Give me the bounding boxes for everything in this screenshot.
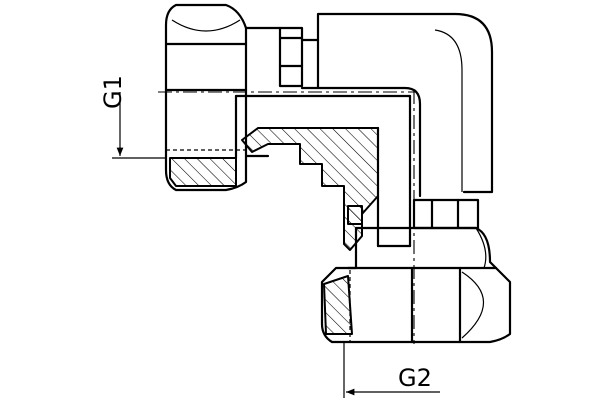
internal-bore (234, 94, 412, 248)
elbow-body (300, 12, 494, 198)
elbow-section-hatch (241, 127, 379, 251)
upper-swivel-nut (164, 3, 282, 192)
upper-nut-section-hatch (169, 157, 237, 187)
dimension-label-g2: G2 (398, 364, 432, 392)
dimension-label-g1: G1 (99, 75, 127, 109)
dimension-g2: G2 (343, 342, 440, 398)
upper-collar-hex (278, 26, 304, 88)
lower-swivel-nut (320, 226, 512, 344)
dimension-g1: G1 (99, 75, 166, 159)
lower-nut-section-hatch (323, 275, 353, 335)
